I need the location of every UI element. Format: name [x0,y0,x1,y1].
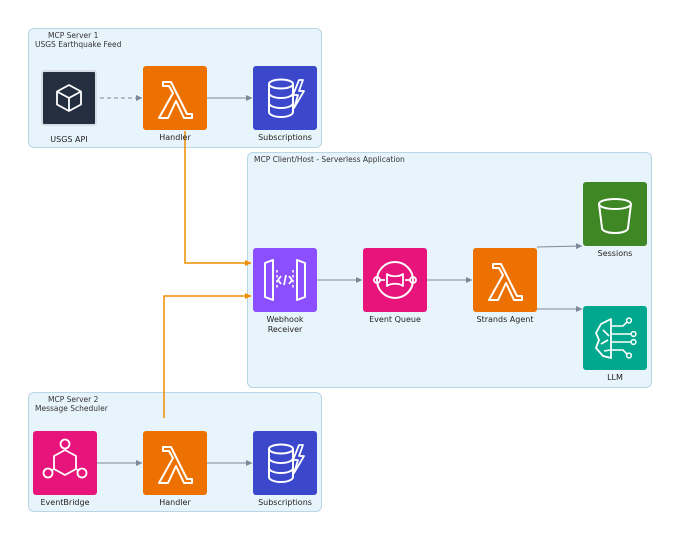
lambda-icon [473,248,537,312]
node-subscriptions-1[interactable]: Subscriptions [253,66,317,142]
group-title-line1: MCP Server 1 [48,31,99,40]
api-gateway-icon [253,248,317,312]
bedrock-icon [583,306,647,370]
node-label: Event Queue [369,315,421,324]
group-title-line1: MCP Client/Host - Serverless Application [254,155,405,164]
group-title-client: MCP Client/Host - Serverless Application [254,155,405,164]
node-label: EventBridge [40,498,90,507]
node-webhook-receiver[interactable]: Webhook Receiver [253,248,317,334]
s3-bucket-icon [583,182,647,246]
node-strands-agent[interactable]: Strands Agent [473,248,537,324]
node-label: Handler [159,498,191,507]
node-event-queue[interactable]: Event Queue [363,248,427,324]
cube-icon [41,70,97,126]
group-title-line2: USGS Earthquake Feed [35,40,122,49]
node-label: Subscriptions [258,133,312,142]
node-llm[interactable]: LLM [583,306,647,382]
eventbridge-icon [33,431,97,495]
node-label: USGS API [50,135,88,144]
group-title-server-2: MCP Server 2 Message Scheduler [35,395,108,413]
node-label-line1: Webhook [266,315,304,324]
node-label: Strands Agent [476,315,534,324]
node-label: Webhook Receiver [233,315,337,335]
lambda-icon [143,66,207,130]
group-title-server-1: MCP Server 1 USGS Earthquake Feed [35,31,121,49]
node-handler-2[interactable]: Handler [143,431,207,507]
node-subscriptions-2[interactable]: Subscriptions [253,431,317,507]
group-title-line1: MCP Server 2 [48,395,99,404]
node-eventbridge[interactable]: EventBridge [33,431,97,507]
node-sessions[interactable]: Sessions [583,182,647,258]
node-label: LLM [607,373,623,382]
group-title-line2: Message Scheduler [35,404,108,413]
lambda-icon [143,431,207,495]
node-handler-1[interactable]: Handler [143,66,207,142]
node-label-line2: Receiver [267,325,303,334]
node-usgs-api[interactable]: USGS API [37,68,101,144]
node-label: Handler [159,133,191,142]
dynamodb-icon [253,431,317,495]
node-label: Subscriptions [258,498,312,507]
dynamodb-icon [253,66,317,130]
edge-handler1-to-webhook [184,131,252,266]
sqs-icon [363,248,427,312]
node-label: Sessions [597,249,633,258]
